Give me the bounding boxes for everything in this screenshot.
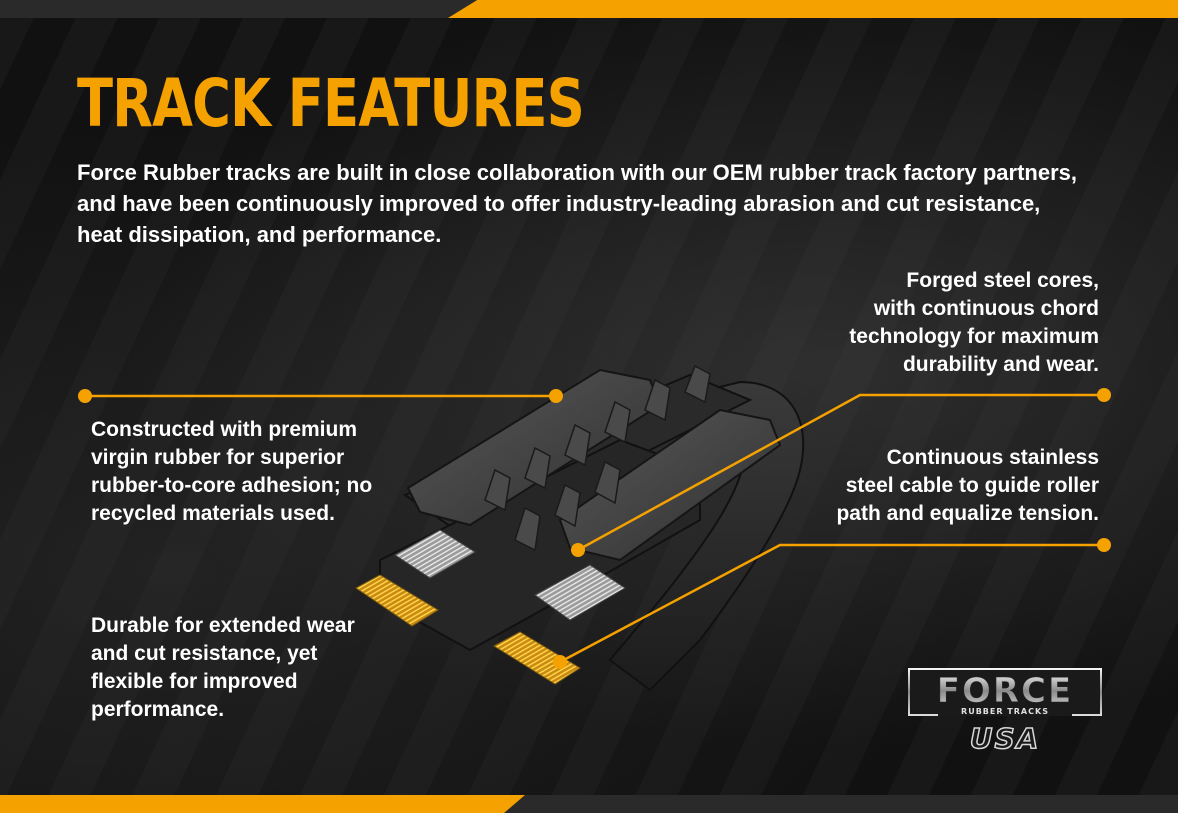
gold-cable-right [493, 631, 581, 685]
callout-virgin-rubber: Constructed with premium virgin rubber f… [91, 418, 373, 525]
callout-stainless-cable: Continuous stainless steel cable to guid… [836, 444, 1099, 528]
callout-stainless-cable-line: steel cable to guide roller [845, 474, 1099, 497]
bottom-accent-stripe [0, 795, 525, 813]
force-logo: FORCE RUBBER TRACKS USA [908, 668, 1102, 754]
callout-steel-cores-line: with continuous chord [873, 297, 1099, 320]
page-title: TRACK FEATURES [77, 65, 585, 142]
logo-tagline: RUBBER TRACKS [961, 707, 1049, 716]
callout-steel-cores-line: technology for maximum [849, 325, 1099, 348]
callout-dots [78, 388, 1111, 669]
steel-wire-left [394, 529, 476, 579]
logo-brand: FORCE [937, 671, 1074, 711]
intro-text: Force Rubber tracks are built in close c… [77, 160, 1078, 247]
tread-block-right [558, 408, 782, 562]
callout-durable: Durable for extended wear and cut resist… [91, 614, 355, 721]
top-accent-stripe [448, 0, 1178, 18]
gold-cable-left [355, 574, 439, 627]
logo-country: USA [970, 722, 1041, 754]
callout-steel-cores-line: durability and wear. [902, 353, 1099, 376]
callout-stainless-cable-line: path and equalize tension. [836, 502, 1099, 525]
guide-lugs [484, 364, 711, 552]
callout-stainless-cable-line: Continuous stainless [886, 446, 1099, 469]
callout-connectors [85, 393, 1104, 664]
callout-steel-cores-line: Forged steel cores, [906, 269, 1099, 292]
callout-steel-cores: Forged steel cores, with continuous chor… [849, 267, 1099, 379]
steel-wire-right [534, 564, 626, 621]
